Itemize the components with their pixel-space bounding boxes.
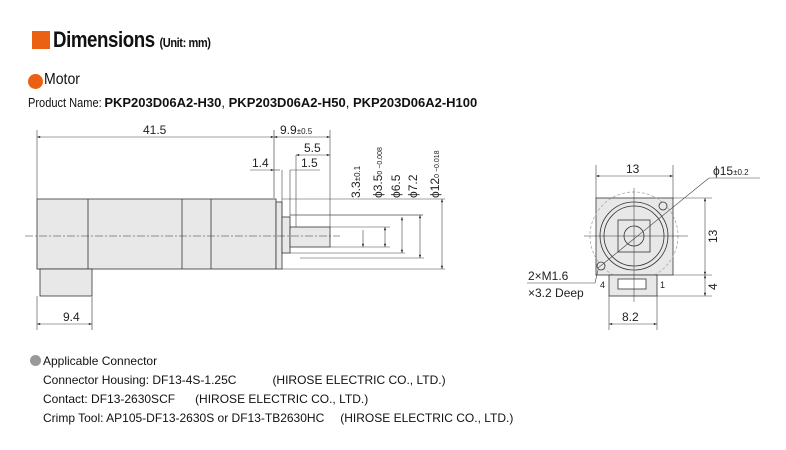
dim-width: 13 [626, 162, 640, 176]
dim-body-length: 41.5 [143, 123, 167, 137]
front-labels: 13 13 4 8.2 ϕ15±0.2 2×M1.6 ×3.2 Deep 4 1 [528, 162, 749, 324]
dim-d3: ϕ6.5 [389, 174, 403, 198]
dim-d5: ϕ120 −0.018 [428, 150, 442, 198]
applicable-connector: Applicable Connector Connector Housing: … [30, 352, 513, 428]
boss [281, 216, 291, 254]
connector-line: Contact: DF13-2630SCF(HIROSE ELECTRIC CO… [43, 392, 369, 406]
dim-connector: 9.4 [63, 310, 80, 324]
pin-1-label: 1 [660, 280, 665, 290]
dim-height: 13 [706, 229, 720, 243]
side-view [25, 198, 423, 297]
connector-body [39, 268, 93, 297]
screw-depth: ×3.2 Deep [528, 286, 584, 300]
dim-shaft-length: 9.9±0.5 [280, 123, 313, 137]
product-name: PKP203D06A2-H30 [104, 95, 222, 110]
shaft [289, 226, 331, 248]
dim-1-4: 1.4 [252, 156, 269, 170]
flange [275, 201, 283, 270]
dim-pcd: ϕ15±0.2 [713, 164, 749, 178]
section-marker-square [32, 31, 50, 49]
side-dims [36, 130, 445, 330]
product-names: Product Name: PKP203D06A2-H30, PKP203D06… [28, 95, 478, 110]
connector-heading: Applicable Connector [30, 352, 513, 371]
dim-connector-height: 4 [706, 283, 720, 290]
bullet-icon [28, 74, 43, 89]
pin-4-label: 4 [600, 280, 605, 290]
dim-1-5: 1.5 [301, 156, 318, 170]
dim-5-5: 5.5 [304, 141, 321, 155]
connector-line: Crimp Tool: AP105-DF13-2630S or DF13-TB2… [43, 411, 514, 425]
motor-body [36, 198, 277, 270]
product-label: Product Name: [28, 95, 102, 110]
section-title: Motor [44, 71, 80, 88]
side-labels: 41.5 9.9±0.5 5.5 1.4 1.5 9.4 3.3±0.1 ϕ3.… [63, 123, 442, 324]
dim-d2: ϕ3.50 −0.008 [371, 147, 385, 198]
page-title: Dimensions (Unit: mm) [53, 27, 211, 52]
front-dims [527, 165, 760, 330]
screw-spec: 2×M1.6 [528, 269, 569, 283]
connector-line: Connector Housing: DF13-4S-1.25C(HIROSE … [43, 373, 446, 387]
dim-d4: ϕ7.2 [406, 174, 420, 198]
dim-connector-width: 8.2 [622, 310, 639, 324]
product-name: PKP203D06A2-H100 [352, 95, 478, 110]
unit-label: (Unit: mm) [159, 35, 211, 50]
dim-d1: 3.3±0.1 [349, 165, 363, 198]
product-name: PKP203D06A2-H50 [228, 95, 346, 110]
